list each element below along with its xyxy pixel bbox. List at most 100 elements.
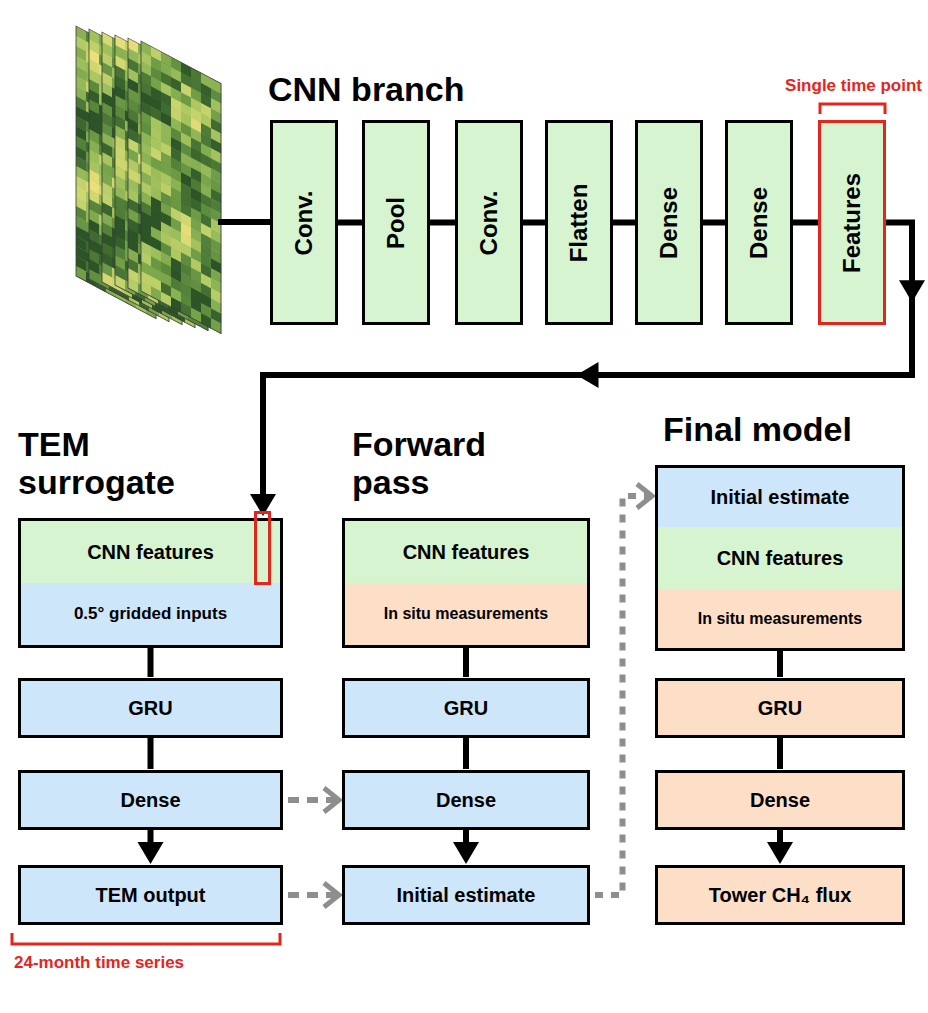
node-text: GRU	[128, 697, 172, 720]
layer-outline	[102, 32, 182, 325]
node-text: Initial estimate	[397, 884, 536, 907]
arrowhead	[577, 362, 599, 388]
connector-line	[338, 220, 362, 226]
image-layer	[141, 41, 221, 334]
layer-outline	[76, 26, 156, 319]
pixel	[151, 286, 161, 302]
section-title: CNN branch	[268, 70, 464, 109]
pixel	[201, 313, 211, 329]
arrowhead	[138, 842, 164, 864]
layer-outline	[141, 41, 221, 334]
input-segment: Initial estimate	[655, 465, 905, 527]
input-segment: CNN features	[655, 527, 905, 589]
connector	[703, 222, 725, 223]
pixel	[102, 272, 112, 288]
layer-outline	[128, 38, 208, 331]
connector	[595, 484, 652, 895]
pixel	[181, 302, 191, 318]
connector-line	[595, 496, 650, 895]
layer-box: Flatten	[545, 120, 613, 325]
node-text: Conv.	[290, 190, 318, 255]
image-layer	[115, 35, 195, 328]
section-title: Final model	[663, 410, 852, 449]
node-text: Dense	[436, 789, 496, 812]
layer-box: Conv.	[270, 120, 338, 325]
layer-box: GRU	[18, 678, 283, 738]
node-text: 0.5° gridded inputs	[74, 604, 227, 624]
image-stack	[76, 26, 221, 334]
node-text: Dense	[655, 186, 683, 258]
connector-line	[777, 738, 783, 769]
node-text: Dense	[120, 789, 180, 812]
input-segment: In situ measurements	[342, 583, 590, 648]
layer-box: GRU	[342, 678, 590, 738]
node-text: Flatten	[565, 183, 593, 262]
input-segment: In situ measurements	[655, 589, 905, 651]
connector-line	[148, 738, 154, 769]
node-text: Tower CH₄ flux	[709, 884, 852, 907]
input-line	[218, 219, 272, 225]
arrowhead	[324, 883, 339, 907]
connector	[288, 883, 339, 907]
node-text: GRU	[444, 697, 488, 720]
bracket	[12, 933, 280, 944]
connector-line	[703, 220, 725, 226]
layer-box: Pool	[362, 120, 430, 325]
connector	[466, 738, 467, 769]
input-segment: 0.5° gridded inputs	[18, 583, 283, 648]
arrowhead	[250, 494, 276, 516]
image-layer	[102, 32, 182, 325]
node-text: Pool	[382, 197, 410, 249]
output-box: TEM output	[18, 865, 283, 925]
pixel	[161, 292, 171, 308]
connector	[780, 651, 781, 677]
connector-line	[613, 220, 635, 226]
node-text: TEM output	[96, 884, 206, 907]
pixel	[128, 278, 138, 294]
arrowhead	[637, 484, 652, 508]
node-text: CNN features	[87, 541, 214, 564]
connector	[138, 830, 164, 864]
connector	[150, 738, 151, 769]
node-text: In situ measurements	[698, 610, 863, 628]
layer-box: GRU	[655, 678, 905, 738]
node-text: Initial estimate	[711, 486, 850, 509]
connector	[430, 222, 455, 223]
connector	[613, 222, 635, 223]
node-text: Dense	[750, 789, 810, 812]
output-box: Tower CH₄ flux	[655, 865, 905, 925]
layer-box: Dense	[725, 120, 793, 325]
layer-box: Conv.	[455, 120, 523, 325]
node-text: Conv.	[475, 190, 503, 255]
connector-line	[463, 648, 469, 677]
layer-box: Dense	[18, 770, 283, 830]
feature-box: Features	[818, 120, 886, 325]
layer-box: Dense	[635, 120, 703, 325]
layer-box: Dense	[655, 770, 905, 830]
connector-line	[148, 648, 154, 677]
bracket	[820, 104, 885, 114]
connector	[288, 788, 339, 812]
pixel	[141, 281, 151, 297]
node-text: In situ measurements	[384, 605, 549, 623]
arrowhead	[324, 788, 339, 812]
annotation: 24-month time series	[14, 953, 184, 973]
image-layer	[76, 26, 156, 319]
input-segment: CNN features	[18, 518, 283, 583]
image-layer	[89, 29, 169, 322]
connector-line	[777, 651, 783, 677]
connector	[453, 830, 479, 864]
pixel	[211, 318, 221, 334]
connector	[767, 830, 793, 864]
pixel	[191, 308, 201, 324]
layer-outline	[89, 29, 169, 322]
arrowhead	[767, 842, 793, 864]
pixel	[115, 275, 125, 291]
image-layer	[128, 38, 208, 331]
pixel	[171, 297, 181, 313]
pixel	[76, 266, 86, 282]
node-text: GRU	[758, 697, 802, 720]
section-title: TEM surrogate	[18, 425, 248, 501]
